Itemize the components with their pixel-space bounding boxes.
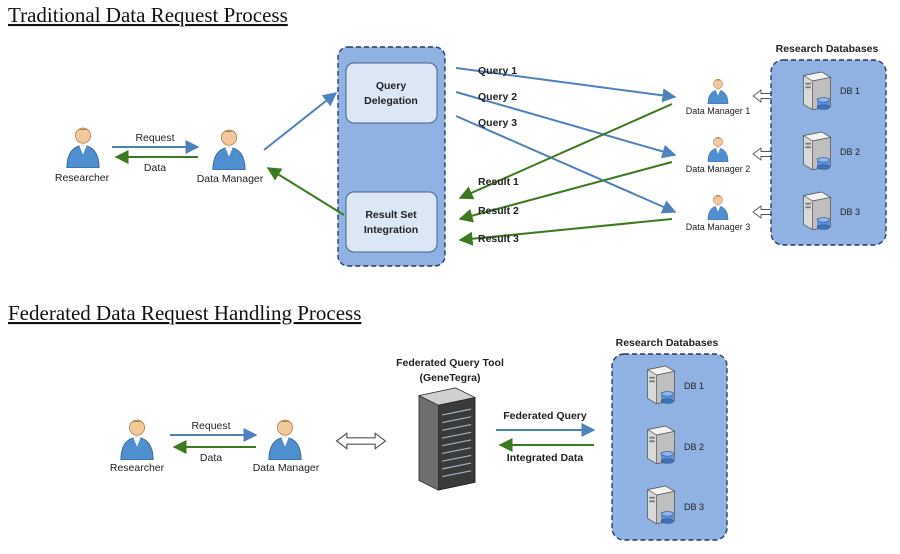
data-manager-2-label: Data Manager 2 bbox=[686, 164, 751, 174]
federated-data-manager-label: Data Manager bbox=[253, 462, 320, 474]
tool-label-line1: Federated Query Tool bbox=[396, 357, 504, 369]
db-1-label: DB 1 bbox=[840, 86, 860, 96]
data-manager-1-icon bbox=[707, 78, 729, 104]
manager-tool-link-icon bbox=[335, 432, 387, 450]
result-1-arrow bbox=[458, 103, 673, 200]
result-set-integration-line2: Integration bbox=[364, 224, 418, 236]
query-1-label: Query 1 bbox=[478, 65, 517, 77]
data-label: Data bbox=[144, 162, 166, 174]
federated-title: Federated Data Request Handling Process bbox=[8, 301, 361, 325]
result-2-arrow bbox=[458, 161, 673, 223]
result-1-label: Result 1 bbox=[478, 176, 519, 188]
query-3-arrow bbox=[455, 115, 677, 214]
query-2-arrow bbox=[455, 91, 677, 159]
db-2-icon bbox=[803, 131, 832, 170]
tool-label-line2: (GeneTegra) bbox=[419, 372, 480, 384]
query-delegation-line1: Query bbox=[376, 80, 407, 92]
traditional-title: Traditional Data Request Process bbox=[8, 3, 288, 27]
result-3-label: Result 3 bbox=[478, 233, 519, 245]
federated-request-label: Request bbox=[191, 420, 230, 432]
federated-db-1-label: DB 1 bbox=[684, 381, 704, 391]
result-set-integration-line1: Result Set bbox=[365, 209, 417, 221]
data-manager-label: Data Manager bbox=[197, 173, 264, 185]
request-label: Request bbox=[135, 132, 174, 144]
query-1-arrow bbox=[455, 67, 677, 103]
query-delegation-box bbox=[345, 62, 438, 124]
data-manager-3-icon bbox=[707, 194, 729, 220]
data-manager-icon bbox=[212, 129, 246, 170]
integration-arrow bbox=[266, 167, 345, 216]
db-3-label: DB 3 bbox=[840, 207, 860, 217]
researcher-label: Researcher bbox=[55, 172, 110, 184]
researcher-icon bbox=[66, 127, 100, 168]
federated-query-label: Federated Query bbox=[503, 410, 587, 422]
integrated-data-label: Integrated Data bbox=[507, 452, 584, 464]
federated-db-2-label: DB 2 bbox=[684, 442, 704, 452]
federated-researcher-icon bbox=[120, 419, 154, 460]
query-2-label: Query 2 bbox=[478, 91, 517, 103]
federated-research-databases-label: Research Databases bbox=[616, 337, 719, 349]
federated-db-3-label: DB 3 bbox=[684, 502, 704, 512]
query-delegation-line2: Delegation bbox=[364, 95, 418, 107]
data-manager-1-label: Data Manager 1 bbox=[686, 106, 751, 116]
federated-db-3-icon bbox=[647, 485, 676, 524]
federated-researcher-label: Researcher bbox=[110, 462, 165, 474]
delegation-arrow bbox=[263, 92, 338, 151]
federated-db-2-icon bbox=[647, 425, 676, 464]
db-2-label: DB 2 bbox=[840, 147, 860, 157]
federated-db-1-icon bbox=[647, 365, 676, 404]
query-3-label: Query 3 bbox=[478, 117, 517, 129]
result-set-integration-box bbox=[345, 191, 438, 253]
result-2-label: Result 2 bbox=[478, 205, 519, 217]
db-3-icon bbox=[803, 191, 832, 230]
federated-query-tool-server-icon bbox=[418, 387, 476, 491]
data-manager-3-label: Data Manager 3 bbox=[686, 222, 751, 232]
result-3-arrow bbox=[458, 218, 673, 246]
db-1-icon bbox=[803, 71, 832, 110]
data-manager-2-icon bbox=[707, 136, 729, 162]
federated-data-manager-icon bbox=[268, 419, 302, 460]
research-databases-label: Research Databases bbox=[776, 43, 879, 55]
federated-data-label: Data bbox=[200, 452, 222, 464]
